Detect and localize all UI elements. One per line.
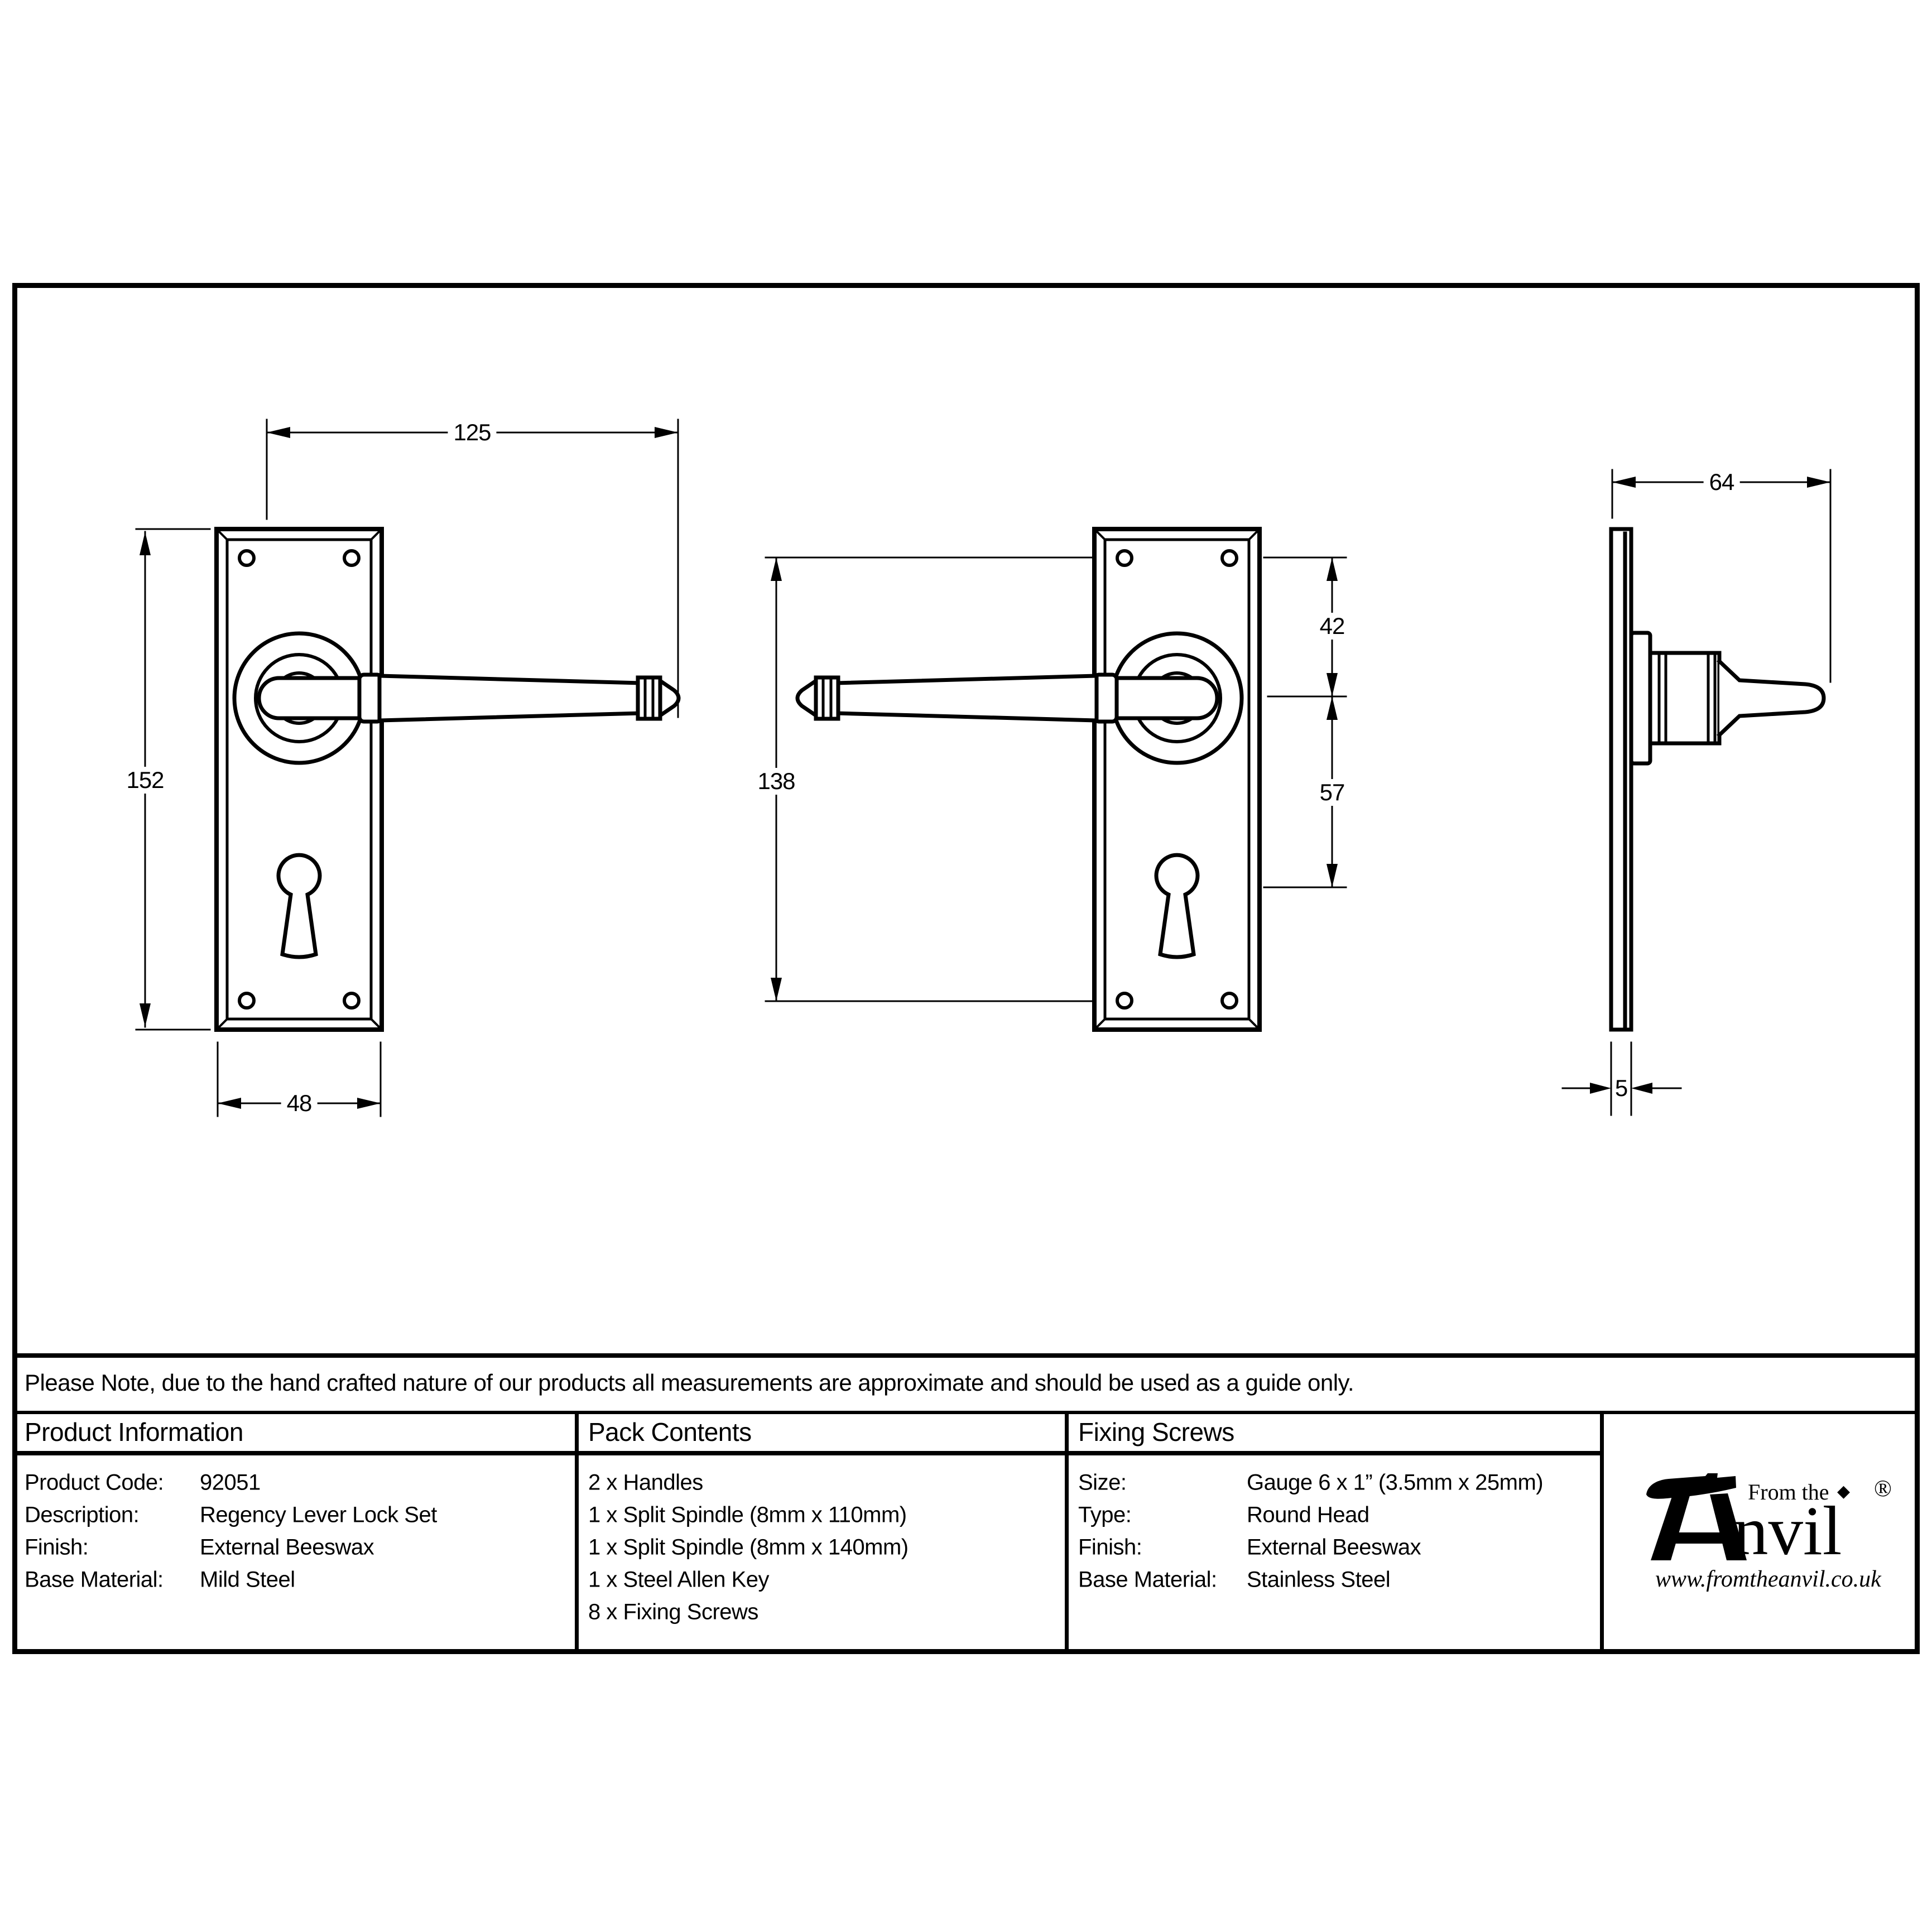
anvil-icon xyxy=(1646,1473,1747,1560)
pack-item: 8 x Fixing Screws xyxy=(588,1599,758,1625)
finish-label: Finish: xyxy=(25,1535,89,1560)
lever-handle xyxy=(795,672,1219,724)
screw-holes xyxy=(238,549,361,1010)
screw-type-value: Round Head xyxy=(1247,1502,1369,1527)
dim-42-57-lines xyxy=(1263,556,1347,888)
description-label: Description: xyxy=(25,1502,140,1527)
keyhole xyxy=(276,853,322,959)
finial-cone xyxy=(658,677,681,719)
drawing-frame-border xyxy=(12,283,1920,1654)
screw-material-value: Stainless Steel xyxy=(1247,1567,1391,1592)
logo-name: nvil xyxy=(1733,1493,1842,1570)
header-product-information: Product Information xyxy=(25,1417,243,1446)
backplate-outline xyxy=(214,527,384,1032)
logo-url: www.fromtheanvil.co.uk xyxy=(1655,1566,1881,1592)
backplate-bevel xyxy=(225,538,373,1021)
description-value: Regency Lever Lock Set xyxy=(200,1502,437,1527)
screw-finish-label: Finish: xyxy=(1078,1535,1142,1560)
base-material-value: Mild Steel xyxy=(200,1567,295,1592)
rose-side xyxy=(1629,631,1652,766)
registered-icon: ® xyxy=(1874,1476,1892,1502)
dim-projection: 64 xyxy=(1703,469,1740,496)
screw-finish-value: External Beeswax xyxy=(1247,1535,1421,1560)
dim-138-lines xyxy=(765,556,1095,1002)
finial-cone xyxy=(795,677,818,719)
note-top-rule xyxy=(12,1353,1920,1358)
pack-item: 1 x Split Spindle (8mm x 110mm) xyxy=(588,1502,907,1527)
product-code-label: Product Code: xyxy=(25,1470,164,1495)
product-code-value: 92051 xyxy=(200,1470,261,1495)
front-view-left-handle xyxy=(214,527,681,1032)
diamond-icon: ◆ xyxy=(1837,1482,1851,1501)
dim-5-lines xyxy=(1561,1041,1682,1116)
dim-overall-length: 125 xyxy=(448,419,497,446)
front-view-right-handle xyxy=(795,527,1262,1032)
backplate-side xyxy=(1609,527,1633,1032)
screw-type-label: Type: xyxy=(1078,1502,1132,1527)
dim-64-lines xyxy=(1611,469,1832,683)
header-fixing-screws: Fixing Screws xyxy=(1078,1417,1234,1446)
screw-holes xyxy=(1116,549,1238,1010)
screw-size-value: Gauge 6 x 1” (3.5mm x 25mm) xyxy=(1247,1470,1544,1495)
base-material-label: Base Material: xyxy=(25,1567,164,1592)
table-header-rule xyxy=(12,1451,1600,1455)
table-divider-2 xyxy=(1065,1411,1069,1649)
backplate-bevel xyxy=(1103,538,1251,1021)
table-top-rule xyxy=(12,1411,1920,1414)
lever-handle xyxy=(257,672,681,724)
pack-item: 1 x Split Spindle (8mm x 140mm) xyxy=(588,1535,909,1560)
table-divider-3 xyxy=(1600,1411,1604,1649)
bevel-corner-lines xyxy=(215,527,383,1031)
table-divider-1 xyxy=(575,1411,579,1649)
dim-plate-height: 152 xyxy=(121,767,170,794)
side-profile-view xyxy=(1609,527,1826,1032)
dim-plate-width: 48 xyxy=(281,1090,318,1117)
logo-prefix: From the xyxy=(1748,1479,1829,1505)
keyhole xyxy=(1154,853,1200,959)
pack-item: 2 x Handles xyxy=(588,1470,703,1495)
dim-125-lines xyxy=(266,419,679,718)
lever-side-arm xyxy=(1717,659,1826,738)
header-pack-contents: Pack Contents xyxy=(588,1417,752,1446)
technical-drawing-canvas xyxy=(135,419,1832,1117)
dim-centre-to-keyhole: 57 xyxy=(1314,779,1351,806)
screw-material-label: Base Material: xyxy=(1078,1567,1217,1592)
pack-item: 1 x Steel Allen Key xyxy=(588,1567,770,1592)
finish-value: External Beeswax xyxy=(200,1535,374,1560)
dim-screw-centres: 138 xyxy=(752,768,801,795)
note-text: Please Note, due to the hand crafted nat… xyxy=(25,1369,1354,1396)
backplate-outline xyxy=(1092,527,1262,1032)
dim-top-to-centre: 42 xyxy=(1314,613,1351,640)
bevel-corner-lines xyxy=(1093,527,1261,1031)
screw-size-label: Size: xyxy=(1078,1470,1127,1495)
dim-plate-thickness: 5 xyxy=(1612,1075,1630,1102)
